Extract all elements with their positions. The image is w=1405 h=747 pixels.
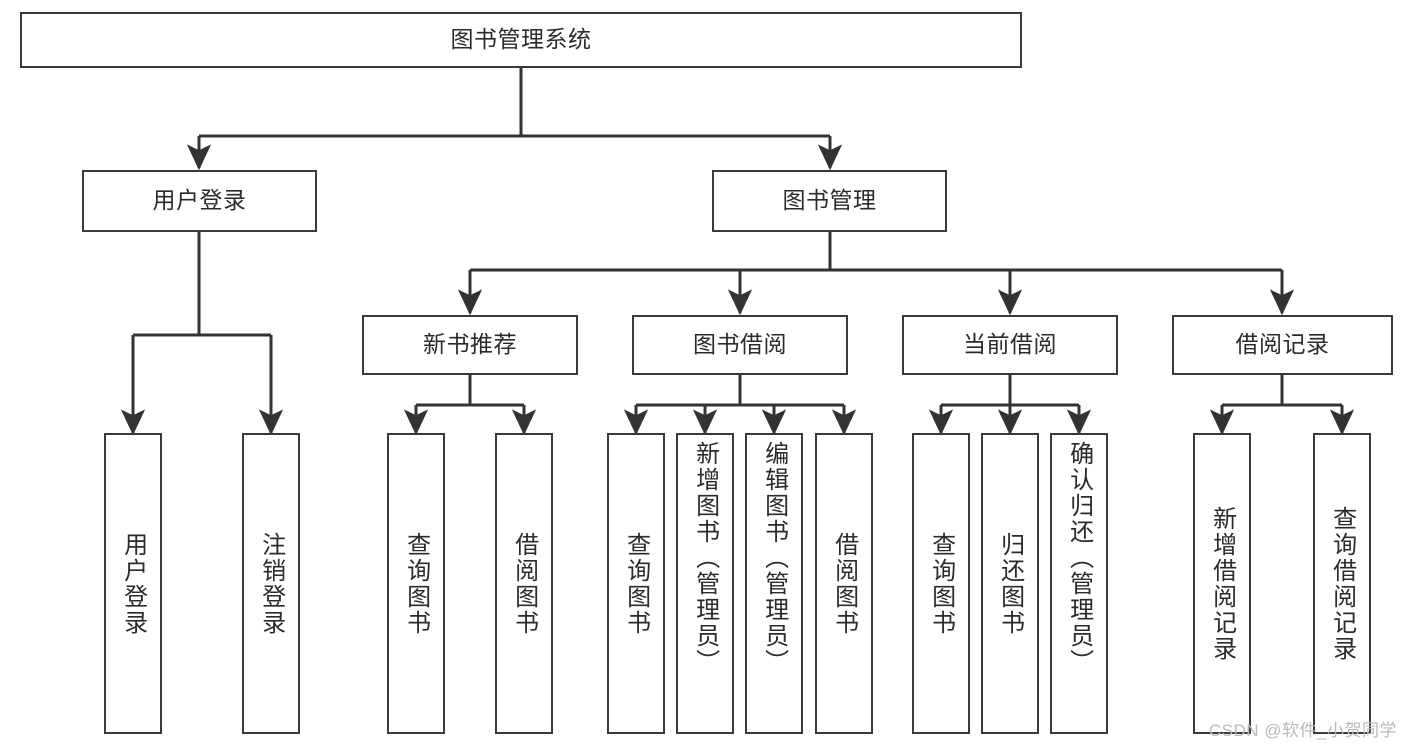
node-leaf-return-book-label: 归还图书 bbox=[996, 531, 1024, 636]
node-leaf-query-book-3[interactable]: 查询图书 bbox=[912, 433, 970, 734]
node-current-borrow[interactable]: 当前借阅 bbox=[902, 315, 1118, 375]
node-current-borrow-label: 当前借阅 bbox=[963, 331, 1057, 358]
node-leaf-query-book-2[interactable]: 查询图书 bbox=[607, 433, 665, 734]
node-leaf-return-book[interactable]: 归还图书 bbox=[981, 433, 1039, 734]
node-leaf-add-book-label: 新增图书（管理员） bbox=[691, 441, 719, 675]
node-leaf-logout-login-label: 注销登录 bbox=[257, 531, 285, 636]
node-book-borrow[interactable]: 图书借阅 bbox=[632, 315, 848, 375]
node-leaf-query-book-1[interactable]: 查询图书 bbox=[387, 433, 445, 734]
node-leaf-query-book-3-label: 查询图书 bbox=[927, 531, 955, 636]
node-root[interactable]: 图书管理系统 bbox=[20, 12, 1022, 68]
node-leaf-user-login[interactable]: 用户登录 bbox=[104, 433, 162, 734]
node-leaf-query-book-2-label: 查询图书 bbox=[622, 531, 650, 636]
node-borrow-record[interactable]: 借阅记录 bbox=[1172, 315, 1393, 375]
node-leaf-borrow-book-1-label: 借阅图书 bbox=[510, 531, 538, 636]
node-user-login[interactable]: 用户登录 bbox=[82, 170, 317, 232]
node-leaf-add-book[interactable]: 新增图书（管理员） bbox=[676, 433, 734, 734]
csdn-watermark: CSDN @软件_小贺同学 bbox=[1208, 721, 1397, 740]
node-leaf-add-record[interactable]: 新增借阅记录 bbox=[1193, 433, 1251, 734]
node-leaf-confirm-return-label: 确认归还（管理员） bbox=[1065, 441, 1093, 675]
node-leaf-edit-book-label: 编辑图书（管理员） bbox=[760, 441, 788, 675]
node-root-label: 图书管理系统 bbox=[450, 26, 592, 53]
node-leaf-user-login-label: 用户登录 bbox=[119, 531, 147, 636]
node-book-management[interactable]: 图书管理 bbox=[712, 170, 947, 232]
node-leaf-borrow-book-2-label: 借阅图书 bbox=[830, 531, 858, 636]
node-leaf-confirm-return[interactable]: 确认归还（管理员） bbox=[1050, 433, 1108, 734]
node-book-management-label: 图书管理 bbox=[782, 187, 877, 214]
node-leaf-query-record-label: 查询借阅记录 bbox=[1328, 505, 1356, 662]
node-leaf-borrow-book-1[interactable]: 借阅图书 bbox=[495, 433, 553, 734]
node-leaf-query-record[interactable]: 查询借阅记录 bbox=[1313, 433, 1371, 734]
node-leaf-edit-book[interactable]: 编辑图书（管理员） bbox=[745, 433, 803, 734]
node-new-book-recommend-label: 新书推荐 bbox=[423, 331, 517, 358]
node-leaf-borrow-book-2[interactable]: 借阅图书 bbox=[815, 433, 873, 734]
node-leaf-logout-login[interactable]: 注销登录 bbox=[242, 433, 300, 734]
node-leaf-add-record-label: 新增借阅记录 bbox=[1208, 505, 1236, 662]
node-user-login-label: 用户登录 bbox=[152, 187, 247, 214]
node-borrow-record-label: 借阅记录 bbox=[1235, 331, 1330, 358]
node-book-borrow-label: 图书借阅 bbox=[693, 331, 787, 358]
node-new-book-recommend[interactable]: 新书推荐 bbox=[362, 315, 578, 375]
node-leaf-query-book-1-label: 查询图书 bbox=[402, 531, 430, 636]
